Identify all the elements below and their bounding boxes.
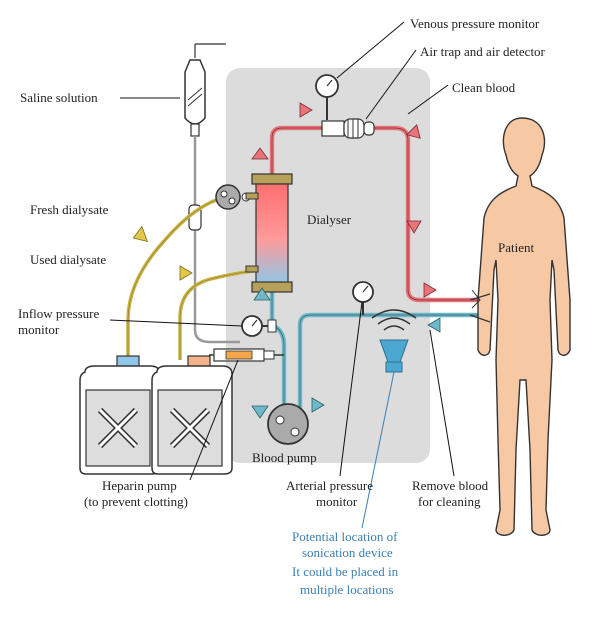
arrow-red-2 — [299, 102, 313, 118]
label-blood-pump: Blood pump — [252, 450, 317, 465]
label-arterial-pressure-1: Arterial pressure — [286, 478, 373, 493]
dialysis-machine-panel — [226, 68, 430, 463]
leader-lines — [109, 21, 455, 529]
label-arterial-pressure-2: monitor — [316, 494, 358, 509]
arrow-blue-4 — [253, 287, 271, 301]
saline-line — [193, 136, 240, 344]
heparin-pump — [209, 348, 284, 362]
arrow-red-4 — [406, 220, 422, 234]
label-sonication-2: sonication device — [302, 545, 393, 560]
arrow-blue-2 — [311, 397, 325, 413]
label-saline-solution: Saline solution — [20, 90, 98, 105]
blood-pump — [267, 403, 309, 445]
label-fresh-dialysate: Fresh dialysate — [30, 202, 109, 217]
arrow-yellow-2 — [179, 265, 193, 281]
venous-pressure-monitor — [315, 74, 339, 120]
label-sonication-3: It could be placed in — [292, 564, 399, 579]
label-venous-pressure-monitor: Venous pressure monitor — [410, 16, 540, 31]
label-sonication-1: Potential location of — [292, 529, 398, 544]
arrow-blue-1 — [427, 317, 441, 333]
label-inflow-pressure-1: Inflow pressure — [18, 306, 99, 321]
saline-bag — [184, 43, 226, 137]
fresh-dialysate-jug — [79, 355, 161, 475]
arterial-pressure-monitor — [352, 281, 374, 315]
label-dialyser: Dialyser — [307, 212, 352, 227]
label-air-trap: Air trap and air detector — [420, 44, 546, 59]
needle-connection — [469, 289, 491, 323]
used-dialysate-jug — [151, 355, 233, 475]
arrow-yellow-1 — [132, 225, 149, 243]
label-remove-blood-2: for cleaning — [418, 494, 481, 509]
inflow-pressure-monitor — [241, 315, 277, 337]
label-remove-blood-1: Remove blood — [412, 478, 489, 493]
label-used-dialysate: Used dialysate — [30, 252, 106, 267]
sonication-device — [371, 309, 417, 373]
arrow-red-1 — [251, 147, 269, 160]
label-inflow-pressure-2: monitor — [18, 322, 60, 337]
arrow-blue-3 — [251, 405, 269, 419]
arrow-red-3 — [406, 124, 421, 139]
arrow-red-5 — [423, 282, 437, 298]
label-clean-blood: Clean blood — [452, 80, 516, 95]
patient-figure — [477, 117, 571, 536]
label-sonication-4: multiple locations — [300, 582, 394, 597]
air-trap-and-detector — [321, 118, 375, 139]
dialyser — [245, 173, 293, 293]
flow-arrows — [132, 102, 441, 419]
label-patient: Patient — [498, 240, 534, 255]
label-heparin-pump-1: Heparin pump — [102, 478, 177, 493]
label-heparin-pump-2: (to prevent clotting) — [84, 494, 188, 509]
